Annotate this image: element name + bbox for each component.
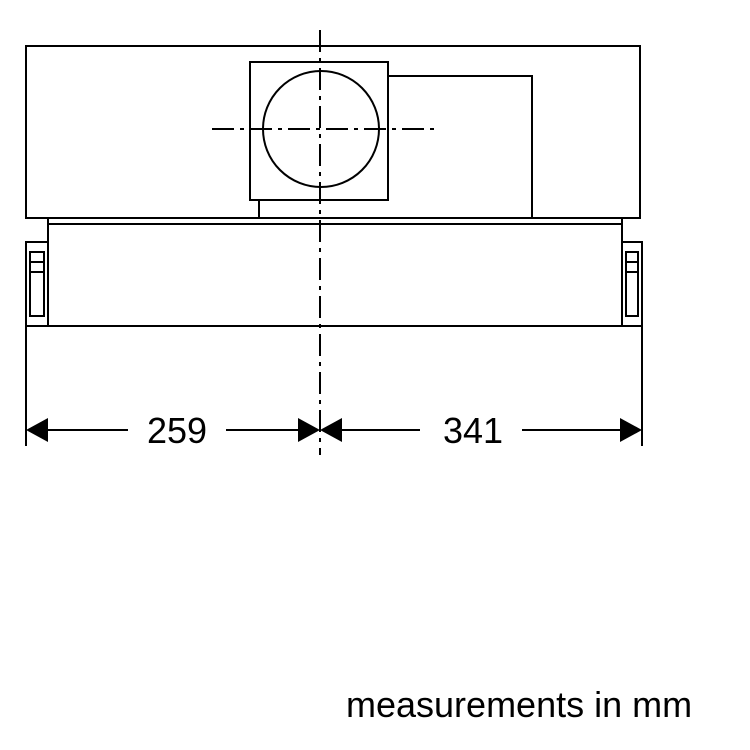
- arrowhead-right-end: [620, 418, 642, 442]
- lower-body: [47, 217, 623, 327]
- arrowhead-left-end: [298, 418, 320, 442]
- dimension-left-value: 259: [147, 410, 207, 451]
- right-bracket: [621, 241, 643, 327]
- units-caption: measurements in mm: [346, 684, 693, 725]
- arrowhead-right-start: [320, 418, 342, 442]
- dimension-right-value: 341: [443, 410, 503, 451]
- arrowhead-left-start: [26, 418, 48, 442]
- motor-box: [388, 75, 533, 218]
- left-bracket: [25, 241, 49, 327]
